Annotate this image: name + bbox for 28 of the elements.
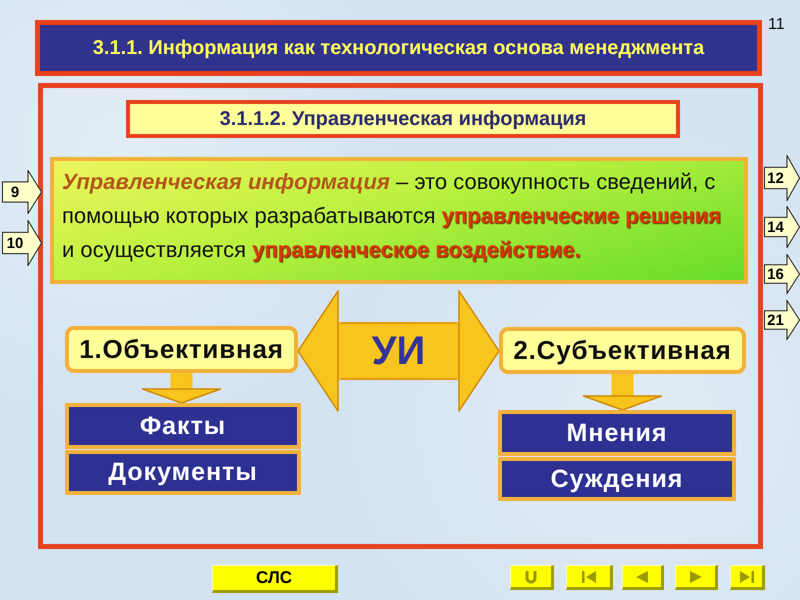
subtitle-banner: 3.1.1.2. Управленческая информация [126, 100, 680, 138]
item-box: Факты [65, 403, 301, 449]
definition-panel: Управленческая информация – это совокупность сведений, с помощью которых разрабатываются управленческие решения и осуществляется управленческое воздействие. [50, 157, 748, 284]
next-slide-button [675, 565, 718, 590]
block-arrow [582, 374, 662, 411]
title-banner: 3.1.1. Информация как технологическая основа менеджмента [35, 20, 762, 76]
page-link-button: 21 [764, 300, 800, 340]
previous-slide-button [622, 565, 664, 590]
page-link-button: 12 [764, 155, 800, 201]
page-link-button: 10 [2, 220, 42, 266]
block-arrow [457, 290, 500, 412]
item-box: Мнения [498, 410, 736, 456]
page-link-button: 9 [2, 170, 42, 214]
item-box: Документы [65, 450, 301, 495]
double-arrow-body: УИ [340, 322, 457, 380]
link-button: СЛС [212, 565, 338, 593]
item-box: Суждения [498, 457, 736, 501]
page-link-button: 16 [764, 254, 800, 294]
first-slide-button [566, 565, 613, 590]
block-arrow [142, 373, 222, 404]
slide-frame [38, 83, 763, 549]
category-box: 1.Объективная [65, 326, 298, 373]
last-slide-button [730, 565, 765, 590]
category-box: 2.Субъективная [499, 327, 746, 374]
block-arrow [297, 290, 340, 412]
return-button [510, 565, 554, 590]
page-link-button: 14 [764, 206, 800, 248]
page-number: 11 [768, 16, 785, 34]
